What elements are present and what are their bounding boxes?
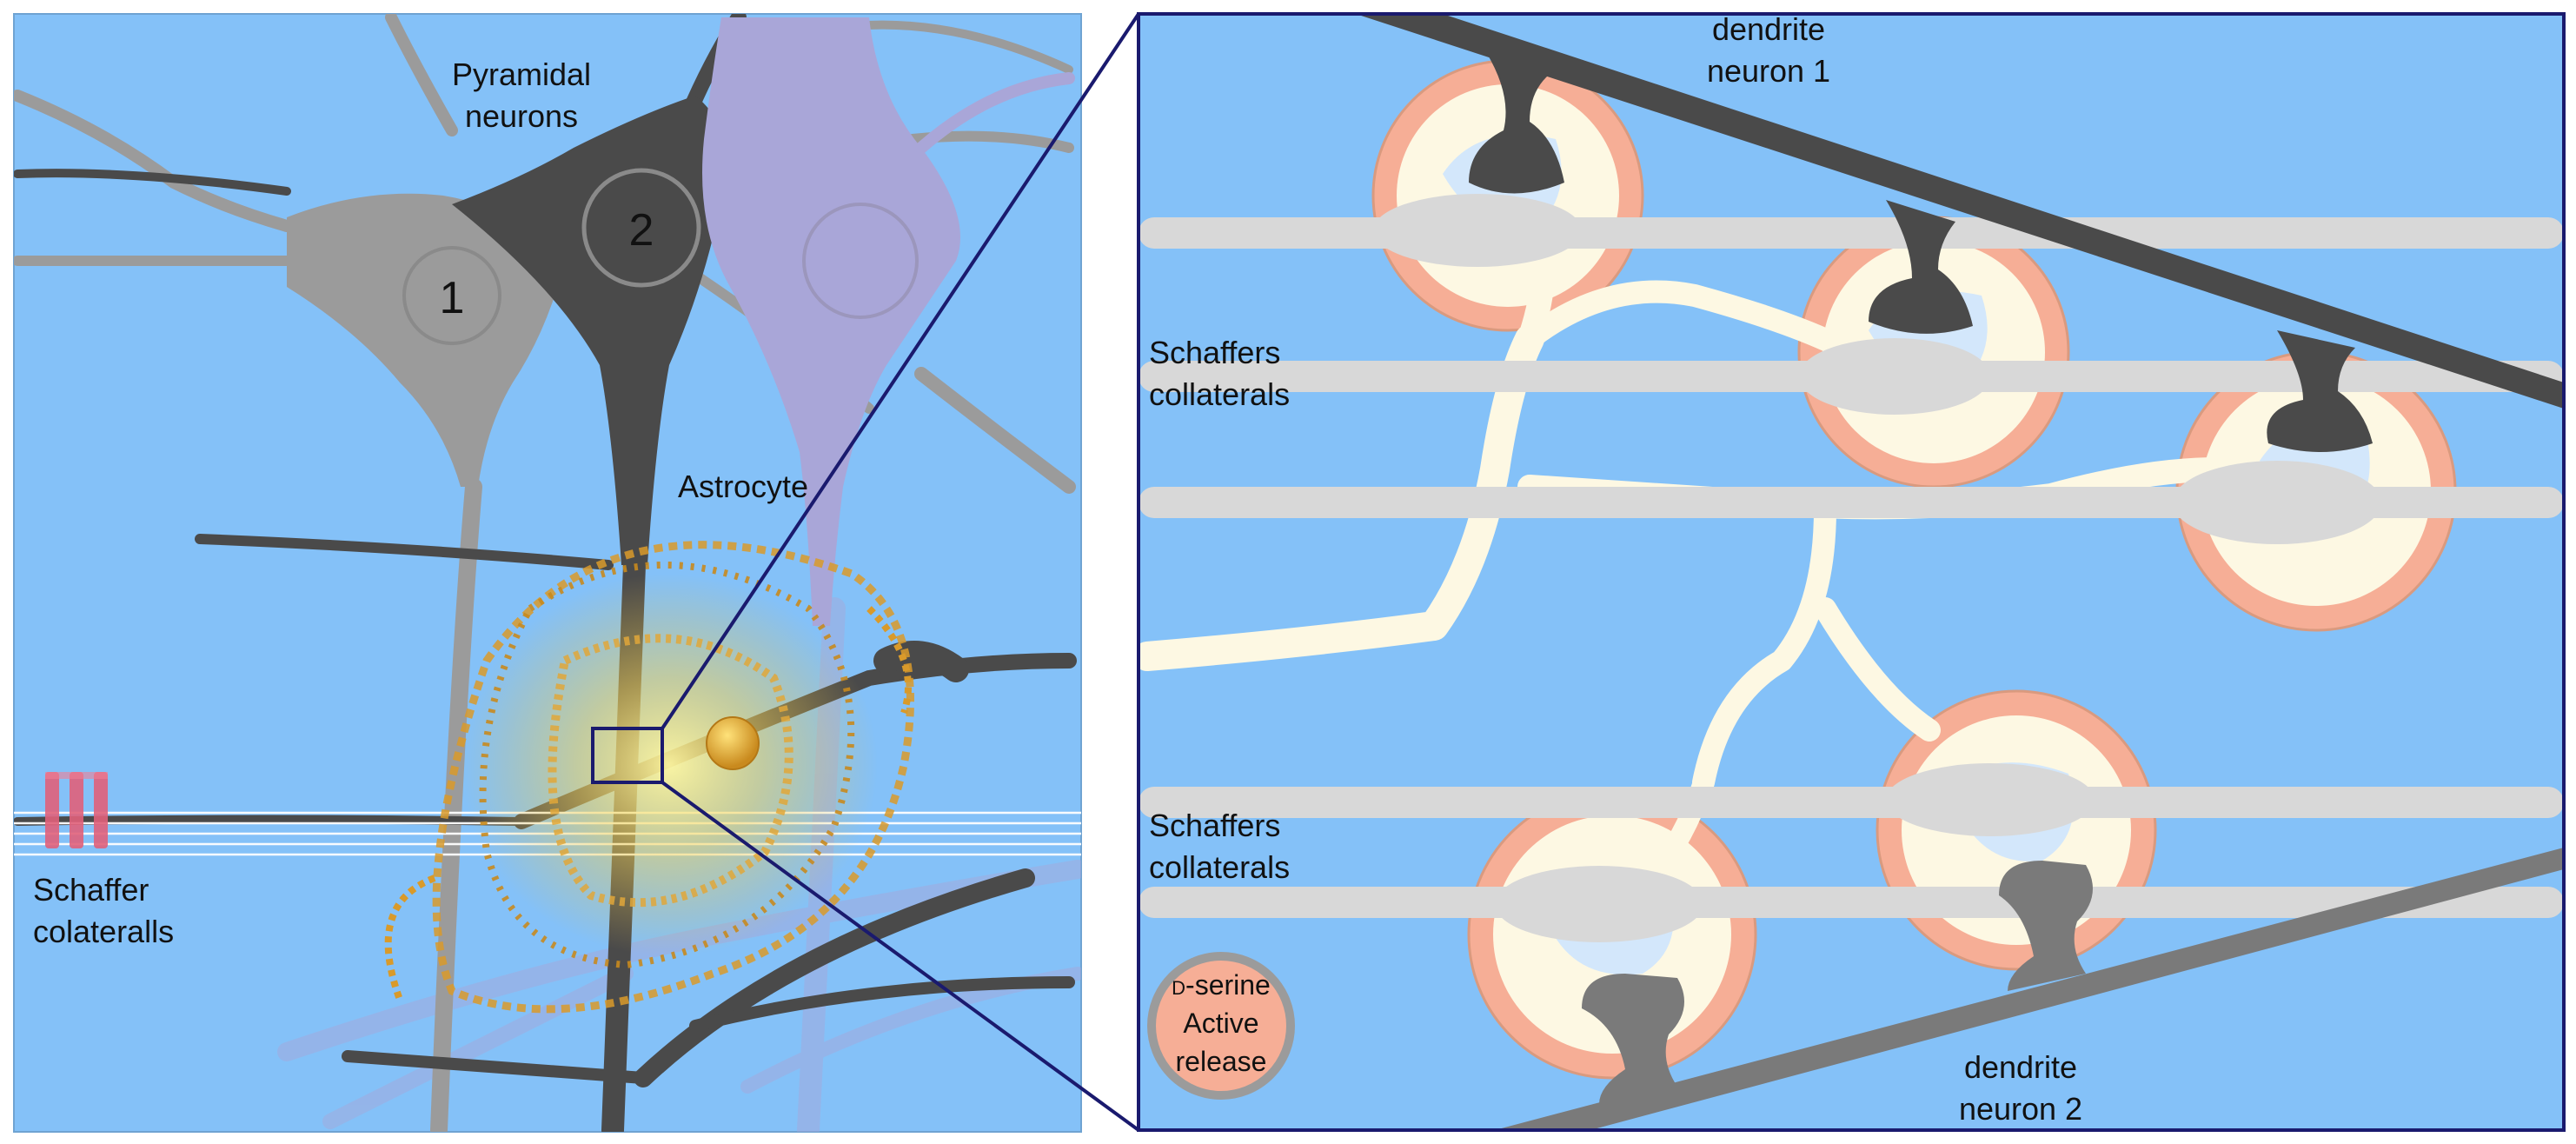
right-panel: D-serine Active release dendrite neuron … <box>1137 11 2566 1132</box>
astrocyte-label: Astrocyte <box>678 469 808 504</box>
astrocyte-processes <box>1139 214 2228 915</box>
right-panel-border <box>1137 12 2566 1132</box>
active-label: Active <box>1183 1008 1258 1039</box>
neuron-2-number: 2 <box>629 205 654 256</box>
schaffers-top-line2: collaterals <box>1149 376 1290 412</box>
neuron-1-number: 1 <box>440 273 465 323</box>
zoom-region-box <box>591 727 664 784</box>
release-label: release <box>1176 1046 1267 1077</box>
astrocyte-soma <box>706 716 760 770</box>
left-panel: 1 2 <box>13 13 1082 1133</box>
dendrite-neuron-1 <box>1356 14 2564 452</box>
dserine-small-caps-d: D <box>1172 977 1185 999</box>
stimulating-electrodes <box>45 772 108 848</box>
dendrite-neuron-2 <box>1495 848 2564 1130</box>
dserine-legend: D-serine Active release <box>1147 952 1295 1100</box>
neuron-1-nucleus <box>402 246 501 345</box>
neuron-1-soma <box>287 193 565 487</box>
schaffer-label-line1: Schaffer <box>33 872 149 908</box>
dendrite1-label-line1: dendrite <box>1712 11 1825 47</box>
lavender-process <box>915 72 1075 154</box>
schaffers-bottom-line2: collaterals <box>1149 849 1290 885</box>
dendrite2-label-line1: dendrite <box>1964 1049 2077 1085</box>
astrocyte <box>384 541 914 1014</box>
pyramidal-label-line2: neurons <box>465 98 578 134</box>
neuron-2-nucleus <box>581 168 701 288</box>
zoom-connector-lines <box>661 12 1140 1132</box>
neuron-2-soma <box>452 96 727 565</box>
pyramidal-label-line1: Pyramidal <box>452 57 591 92</box>
neuron-3-soma <box>702 17 960 626</box>
schaffer-label-line2: colateralls <box>33 914 174 949</box>
dendrite1-label-line2: neuron 1 <box>1707 53 1830 89</box>
dendrite2-label-line2: neuron 2 <box>1959 1091 2082 1127</box>
neuron-3-nucleus <box>802 203 919 319</box>
schaffers-top-line1: Schaffers <box>1149 335 1280 370</box>
svg-text:D-serine: D-serine <box>1172 969 1271 1001</box>
schaffer-axons-right <box>1139 194 2564 942</box>
dserine-label: -serine <box>1185 969 1271 1001</box>
schaffers-bottom-line1: Schaffers <box>1149 808 1280 843</box>
